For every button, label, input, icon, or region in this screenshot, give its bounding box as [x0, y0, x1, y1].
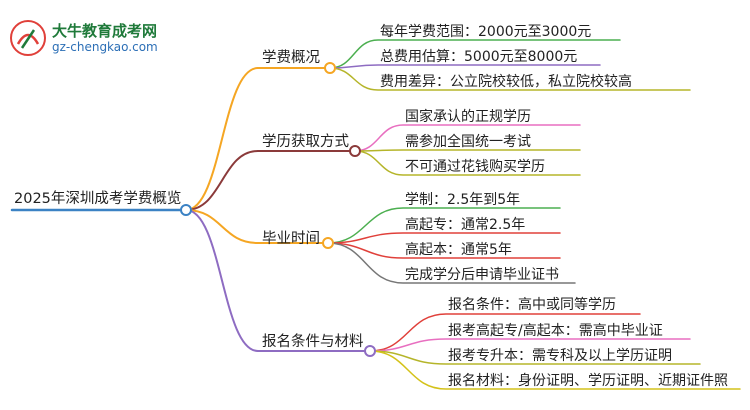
leaf-connector — [329, 67, 691, 91]
logo-name: 大牛教育成考网 — [52, 22, 158, 40]
branch-connector — [185, 209, 259, 244]
leaf-connector — [327, 242, 561, 259]
leaf-connector — [327, 242, 576, 284]
leaf: 不可通过花钱购买学历 — [405, 159, 545, 175]
leaf-connector — [329, 39, 621, 69]
leaf-connector — [369, 350, 741, 390]
leaf: 总费用估算：5000元至8000元 — [380, 49, 578, 65]
branch-node-circle[interactable] — [349, 145, 361, 157]
leaf: 报名条件：高中或同等学历 — [448, 297, 616, 313]
leaf-connector — [369, 350, 701, 365]
leaf-connector — [354, 124, 581, 152]
leaf: 报名材料：身份证明、学历证明、近期证件照 — [448, 373, 728, 389]
branch-node-circle[interactable] — [322, 237, 334, 249]
branch-node-circle[interactable] — [364, 345, 376, 357]
leaf: 国家承认的正规学历 — [405, 109, 531, 125]
leaf: 学制：2.5年到5年 — [405, 192, 521, 208]
root-node-circle[interactable] — [180, 204, 192, 216]
branch-enrollment[interactable]: 报名条件与材料 — [262, 334, 364, 350]
leaf: 费用差异：公立院校较低，私立院校较高 — [380, 74, 632, 90]
leaf: 报考高起专/高起本：需高中毕业证 — [448, 323, 663, 339]
branch-node-circle[interactable] — [324, 62, 336, 74]
branch-fees[interactable]: 学费概况 — [262, 50, 320, 66]
leaf-connector — [327, 232, 561, 244]
leaf-connector — [327, 207, 561, 244]
branch-graduation[interactable]: 毕业时间 — [262, 231, 320, 247]
branch-connector — [185, 150, 259, 211]
branch-degree[interactable]: 学历获取方式 — [262, 134, 349, 150]
leaf: 每年学费范围：2000元至3000元 — [380, 24, 592, 40]
branch-connector — [185, 67, 259, 211]
branch-connector — [185, 209, 259, 352]
leaf: 高起专：通常2.5年 — [405, 217, 526, 233]
logo-url: gz-chengkao.com — [52, 40, 158, 54]
site-logo[interactable]: 大牛教育成考网 gz-chengkao.com — [8, 18, 168, 62]
root-node[interactable]: 2025年深圳成考学费概览 — [14, 191, 182, 207]
leaf: 完成学分后申请毕业证书 — [405, 267, 559, 283]
leaf-connector — [369, 313, 641, 352]
leaf-connector — [354, 150, 581, 176]
logo-mark-icon — [10, 20, 46, 56]
leaf: 高起本：通常5年 — [405, 242, 512, 258]
leaf: 需参加全国统一考试 — [405, 134, 531, 150]
leaf: 报考专升本：需专科及以上学历证明 — [448, 348, 672, 364]
leaf-connector — [369, 338, 691, 352]
